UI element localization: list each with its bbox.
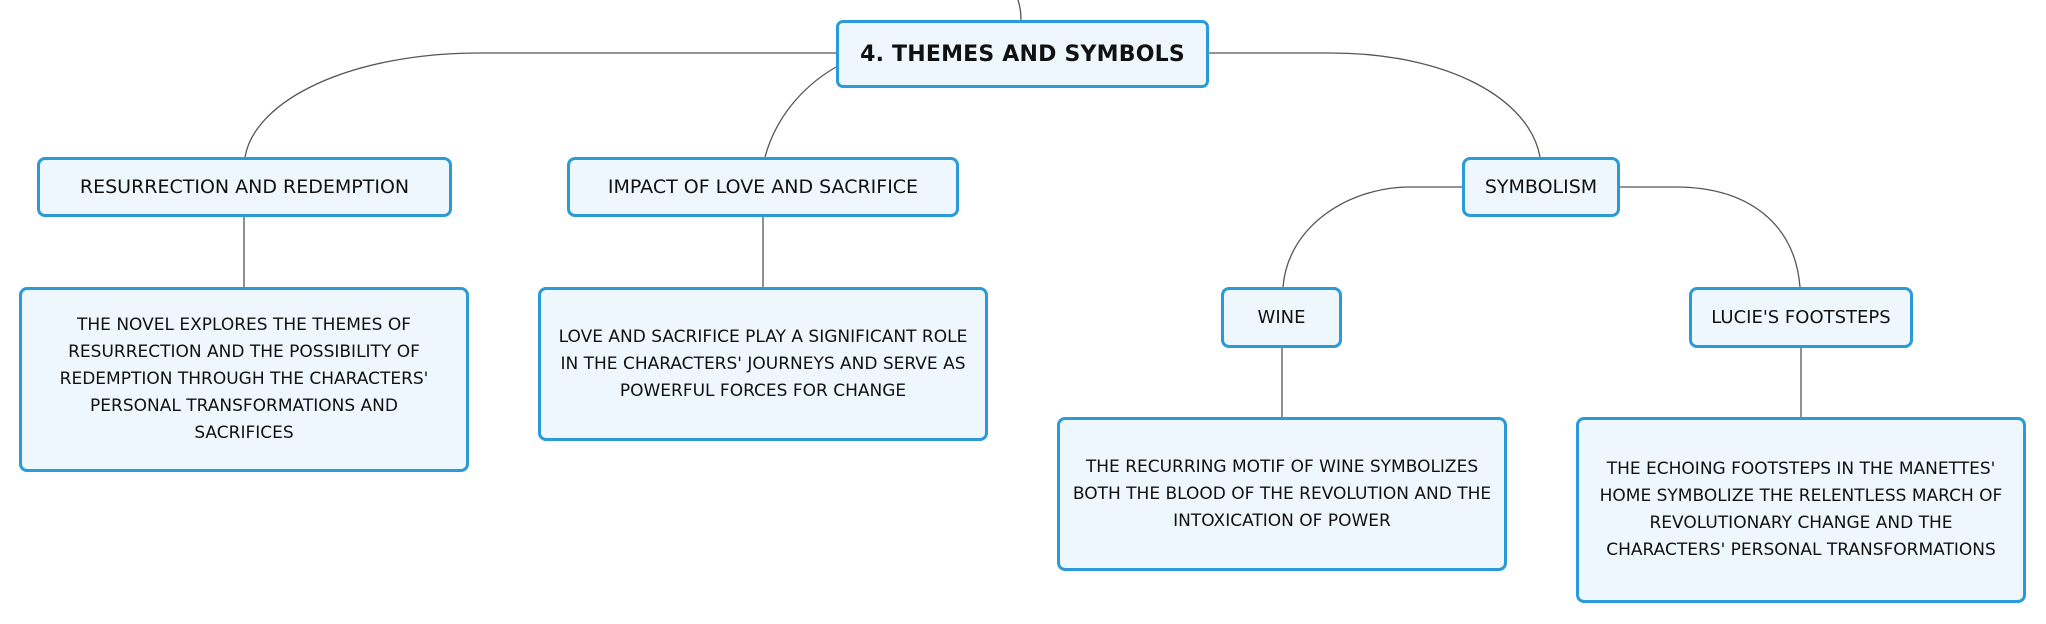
connector-symbolism-to-footsteps xyxy=(1620,186,1801,288)
detail-node-wine[interactable]: THE RECURRING MOTIF OF WINE SYMBOLIZES B… xyxy=(1057,417,1507,571)
detail-node-resurrection[interactable]: THE NOVEL EXPLORES THE THEMES OF RESURRE… xyxy=(19,287,469,472)
root-topic-node[interactable]: 4. THEMES AND SYMBOLS xyxy=(836,20,1209,88)
connector-symbolism-to-wine xyxy=(1282,186,1462,288)
detail-text-impact: LOVE AND SACRIFICE PLAY A SIGNIFICANT RO… xyxy=(558,326,968,401)
detail-text-resurrection: THE NOVEL EXPLORES THE THEMES OF RESURRE… xyxy=(59,315,429,443)
subtopic-label-wine: WINE xyxy=(1257,307,1306,328)
topic-label-resurrection: RESURRECTION AND REDEMPTION xyxy=(79,176,410,198)
subtopic-node-footsteps[interactable]: LUCIE'S FOOTSTEPS xyxy=(1689,287,1913,348)
connector-root-to-impact xyxy=(764,66,837,158)
topic-label-impact: IMPACT OF LOVE AND SACRIFICE xyxy=(607,176,919,198)
connector-parent-to-root xyxy=(1017,0,1022,21)
root-topic-label: 4. THEMES AND SYMBOLS xyxy=(860,41,1185,67)
connector-root-to-resurrection xyxy=(244,52,836,158)
topic-node-impact[interactable]: IMPACT OF LOVE AND SACRIFICE xyxy=(567,157,959,217)
subtopic-label-footsteps: LUCIE'S FOOTSTEPS xyxy=(1711,307,1891,328)
topic-node-symbolism[interactable]: SYMBOLISM xyxy=(1462,157,1620,217)
detail-node-impact[interactable]: LOVE AND SACRIFICE PLAY A SIGNIFICANT RO… xyxy=(538,287,988,441)
connector-root-to-symbolism xyxy=(1209,52,1541,158)
detail-text-footsteps: THE ECHOING FOOTSTEPS IN THE MANETTES' H… xyxy=(1599,459,2003,560)
topic-node-resurrection[interactable]: RESURRECTION AND REDEMPTION xyxy=(37,157,452,217)
subtopic-node-wine[interactable]: WINE xyxy=(1221,287,1342,348)
detail-text-wine: THE RECURRING MOTIF OF WINE SYMBOLIZES B… xyxy=(1072,456,1492,531)
topic-label-symbolism: SYMBOLISM xyxy=(1484,176,1598,198)
detail-node-footsteps[interactable]: THE ECHOING FOOTSTEPS IN THE MANETTES' H… xyxy=(1576,417,2026,603)
